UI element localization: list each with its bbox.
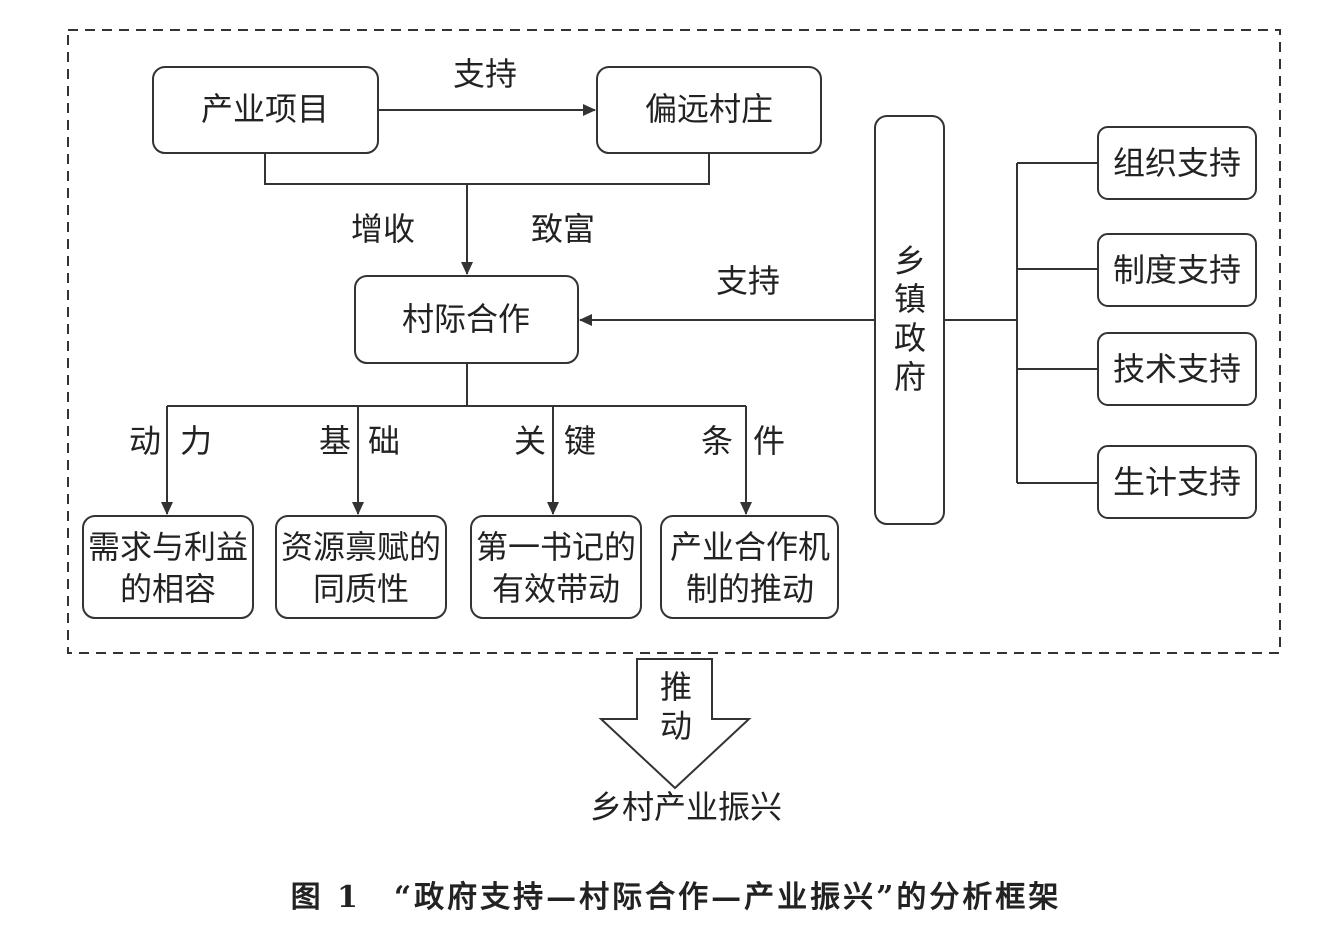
push-arrow <box>598 658 752 790</box>
gov-char-2: 镇 <box>894 280 926 318</box>
node-remote-village-label: 偏远村庄 <box>645 90 773 128</box>
node-first-secretary: 第一书记的 有效带动 <box>470 515 642 619</box>
node-org-support: 组织支持 <box>1097 126 1257 200</box>
label-support-gov: 支持 <box>716 262 780 300</box>
label-foundation-2: 础 <box>368 422 400 460</box>
label-support-top: 支持 <box>453 55 517 93</box>
node-system-support-label: 制度支持 <box>1113 251 1241 289</box>
node-tech-support: 技术支持 <box>1097 332 1257 406</box>
node-system-support: 制度支持 <box>1097 233 1257 307</box>
node-tech-support-label: 技术支持 <box>1113 350 1241 388</box>
node-township-government: 乡 镇 政 府 <box>874 115 945 525</box>
label-income-increase: 增收 <box>351 210 415 248</box>
label-key-1: 关 <box>514 422 546 460</box>
node-village-cooperation-label: 村际合作 <box>402 300 530 338</box>
label-push-2: 动 <box>660 707 692 745</box>
node-secretary-line-1: 第一书记的 <box>476 528 636 566</box>
gov-char-4: 府 <box>894 358 926 396</box>
label-driving-force-2: 力 <box>180 422 212 460</box>
node-resource-line-1: 资源禀赋的 <box>281 528 441 566</box>
node-village-cooperation: 村际合作 <box>354 275 579 364</box>
node-livelihood-support-label: 生计支持 <box>1113 463 1241 501</box>
node-org-support-label: 组织支持 <box>1113 144 1241 182</box>
node-secretary-line-2: 有效带动 <box>492 570 620 608</box>
label-condition-2: 件 <box>753 422 785 460</box>
node-resource-line-2: 同质性 <box>313 570 409 608</box>
node-resource-endowment: 资源禀赋的 同质性 <box>275 515 447 619</box>
label-driving-force-1: 动 <box>129 422 161 460</box>
gov-char-3: 政 <box>894 319 926 357</box>
node-needs-interests: 需求与利益 的相容 <box>82 515 254 619</box>
dashed-boundary <box>67 29 1281 654</box>
node-remote-village: 偏远村庄 <box>596 66 822 154</box>
node-industry-revitalization: 乡村产业振兴 <box>590 788 782 826</box>
label-condition-1: 条 <box>701 422 733 460</box>
node-needs-line-2: 的相容 <box>120 570 216 608</box>
node-mechanism-line-1: 产业合作机 <box>670 528 830 566</box>
node-needs-line-1: 需求与利益 <box>88 528 248 566</box>
bracket-merge <box>264 153 710 185</box>
gov-char-1: 乡 <box>894 242 926 280</box>
node-livelihood-support: 生计支持 <box>1097 445 1257 519</box>
node-industry-project: 产业项目 <box>152 66 379 154</box>
node-coop-mechanism: 产业合作机 制的推动 <box>660 515 839 619</box>
node-industry-project-label: 产业项目 <box>201 90 329 128</box>
label-push-1: 推 <box>660 668 692 706</box>
node-mechanism-line-2: 制的推动 <box>686 570 814 608</box>
label-get-rich: 致富 <box>531 210 595 248</box>
figure-caption: 图 1 “政府支持—村际合作—产业振兴”的分析框架 <box>291 880 1062 915</box>
label-foundation-1: 基 <box>319 422 351 460</box>
label-key-2: 键 <box>564 422 596 460</box>
